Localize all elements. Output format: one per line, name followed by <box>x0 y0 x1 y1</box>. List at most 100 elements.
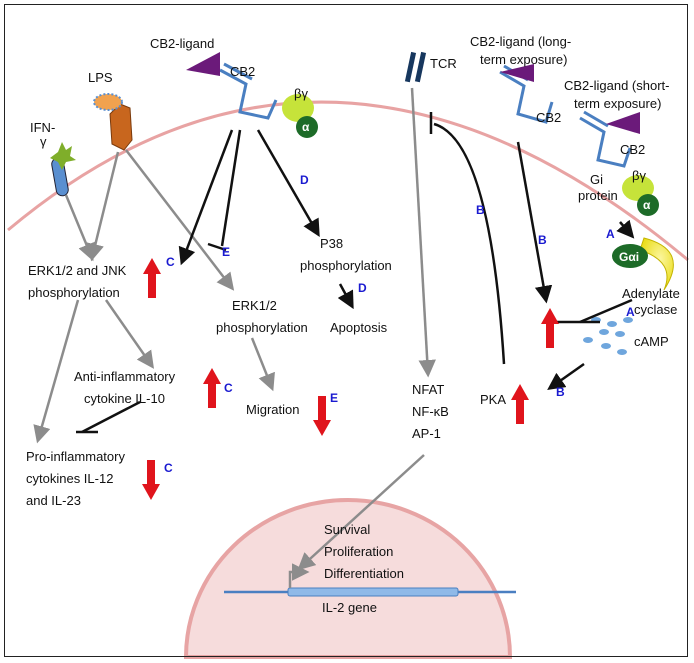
camp-dots-icon <box>583 317 633 355</box>
inhibit-anti-to-pro <box>81 400 141 434</box>
label-erk-jnk-l1: ERK1/2 and JNK <box>28 263 127 278</box>
label-adenylate-l2: cyclase <box>634 302 677 317</box>
label-pro-l3: and IL-23 <box>26 493 81 508</box>
label-gi-beta-gamma: βγ <box>632 168 646 183</box>
arrow-lps-to-erk <box>86 151 120 262</box>
inhibit-gi-camp <box>579 298 633 324</box>
label-proliferation: Proliferation <box>324 544 393 559</box>
label-erk-l2: phosphorylation <box>216 320 308 335</box>
label-nfat: NFAT <box>412 382 444 397</box>
label-cb2-short-l1: CB2-ligand (short- <box>564 78 670 93</box>
arrow-cb2-to-p38 <box>256 129 320 238</box>
label-anti-l1: Anti-inflammatory <box>74 369 176 384</box>
label-il2-gene: IL-2 gene <box>322 600 377 615</box>
tag-c2: C <box>224 381 233 395</box>
label-p38-l2: phosphorylation <box>300 258 392 273</box>
label-pro-l2: cytokines IL-12 <box>26 471 113 486</box>
arrow-cb2long-to-camp <box>516 141 553 304</box>
up-arrow-erkjnk <box>143 258 161 298</box>
label-anti-l2: cytokine IL-10 <box>84 391 165 406</box>
label-ifn-line1: IFN- <box>30 120 55 135</box>
arrow-cb2-to-erkjnk <box>178 129 234 266</box>
transcription-start-arrow <box>288 563 310 588</box>
label-ifn-line2: γ <box>40 134 47 149</box>
label-differentiation: Differentiation <box>324 566 404 581</box>
inhibit-cb2-erkjnk <box>220 129 242 247</box>
arrow-p38-to-apoptosis <box>337 283 354 310</box>
tag-e2: E <box>330 391 338 405</box>
label-cb2-long-cb2: CB2 <box>536 110 561 125</box>
tag-a2: A <box>626 305 635 319</box>
down-arrow-pro <box>142 460 160 500</box>
label-pka: PKA <box>480 392 506 407</box>
label-p38-l1: P38 <box>320 236 343 251</box>
label-erk-l1: ERK1/2 <box>232 298 277 313</box>
gray-arrows <box>33 87 436 571</box>
down-arrow-migration <box>313 396 331 436</box>
label-cb2-short-cb2: CB2 <box>620 142 645 157</box>
label-gi-protein-l2: protein <box>578 188 618 203</box>
label-gi-alpha: α <box>643 198 651 212</box>
cb2-short-term-receptor-icon <box>579 110 632 168</box>
arrow-gi-to-adenylate <box>616 219 635 239</box>
arrow-erk12-to-migration <box>250 337 275 392</box>
tag-b2: B <box>538 233 547 247</box>
label-ap1: AP-1 <box>412 426 441 441</box>
lps-icon <box>93 93 133 151</box>
inhibit-bar-e <box>207 242 227 252</box>
label-lps: LPS <box>88 70 113 85</box>
label-alpha: α <box>302 120 310 134</box>
label-pro-l1: Pro-inflammatory <box>26 449 125 464</box>
black-arrows <box>76 112 635 434</box>
label-tcr: TCR <box>430 56 457 71</box>
tcr-icon <box>404 51 427 83</box>
tag-d1: D <box>300 173 309 187</box>
label-erk-jnk-l2: phosphorylation <box>28 285 120 300</box>
cb2-ligand-short-icon <box>606 112 640 134</box>
cb2-ligand-icon <box>186 52 220 76</box>
arrow-erkjnk-to-pro <box>33 299 80 444</box>
label-cb2-long-l2: term exposure) <box>480 52 567 67</box>
cb2-ligand-long-icon <box>500 64 534 82</box>
tag-b3: B <box>556 385 565 399</box>
gi-alpha-icon <box>637 194 659 216</box>
label-camp: cAMP <box>634 334 669 349</box>
arrow-ap1-to-gene <box>297 454 425 571</box>
g-alpha-i-icon <box>612 244 648 268</box>
label-g-alpha-i: Gαi <box>619 250 639 264</box>
il2-gene-icon <box>287 587 459 597</box>
arrow-tcr-to-nfat <box>410 87 436 378</box>
tag-c1: C <box>166 255 175 269</box>
label-cb2-long-l1: CB2-ligand (long- <box>470 34 571 49</box>
cb2-receptor-icon <box>219 62 278 120</box>
ifn-receptor-icon <box>50 142 76 197</box>
tag-b1: B <box>476 203 485 217</box>
label-migration: Migration <box>246 402 299 417</box>
tag-d2: D <box>358 281 367 295</box>
label-nfkb: NF-κB <box>412 404 449 419</box>
g-beta-gamma-icon <box>282 94 314 122</box>
label-beta-gamma: βγ <box>294 86 308 101</box>
label-gi-protein-l1: Gi <box>590 172 603 187</box>
g-alpha-icon <box>296 116 318 138</box>
adenylate-cyclase-icon <box>639 237 674 291</box>
up-arrow-camp <box>541 308 559 348</box>
label-apoptosis: Apoptosis <box>330 320 388 335</box>
label-cb2-ligand: CB2-ligand <box>150 36 214 51</box>
tag-e1: E <box>222 245 230 259</box>
inhibit-pka-to-tcr <box>433 122 506 365</box>
label-cb2: CB2 <box>230 64 255 79</box>
arrow-lps-to-erk12 <box>125 149 235 291</box>
up-arrow-anti <box>203 368 221 408</box>
label-cb2-short-l2: term exposure) <box>574 96 661 111</box>
up-arrow-pka <box>511 384 529 424</box>
arrow-erkjnk-to-anti <box>104 299 155 369</box>
arrow-camp-to-pka <box>547 362 585 391</box>
tag-a1: A <box>606 227 615 241</box>
label-survival: Survival <box>324 522 370 537</box>
label-adenylate-l1: Adenylate <box>622 286 680 301</box>
diagram-frame <box>4 4 688 657</box>
cell-membrane <box>7 100 689 262</box>
